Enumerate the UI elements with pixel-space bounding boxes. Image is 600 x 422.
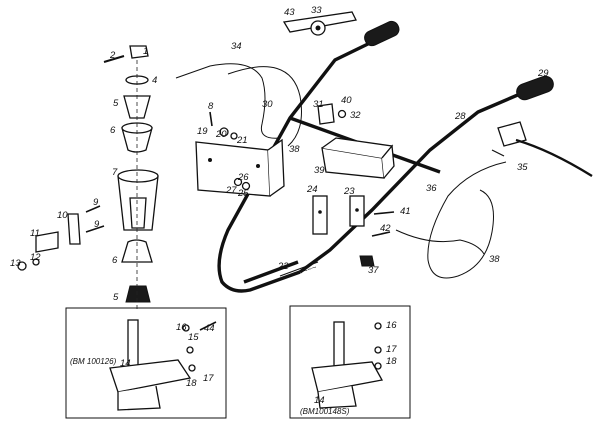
callout-25: 25 bbox=[237, 188, 249, 199]
callout-29: 29 bbox=[537, 68, 549, 79]
callout-23: 23 bbox=[343, 186, 355, 197]
callout-4: 4 bbox=[152, 75, 157, 86]
throttle-cable bbox=[175, 63, 302, 147]
callout-labels: 1 2 4 5 6 7 6 5 8 9 9 10 11 12 13 14 15 … bbox=[10, 5, 549, 416]
callout-12: 12 bbox=[30, 252, 41, 263]
callout-21: 21 bbox=[236, 135, 248, 146]
callout-10: 10 bbox=[57, 210, 68, 221]
callout-31: 31 bbox=[313, 99, 324, 110]
right-grip bbox=[516, 75, 554, 101]
callout-14-inset: 14 bbox=[314, 395, 325, 406]
callout-43: 43 bbox=[284, 7, 295, 18]
callout-26: 26 bbox=[237, 172, 249, 183]
inset-left-caption: (BM 100126) bbox=[70, 357, 117, 366]
callout-6-lower: 6 bbox=[112, 255, 118, 266]
callout-39: 39 bbox=[314, 165, 325, 176]
bracket-plates bbox=[312, 195, 365, 235]
left-grip bbox=[364, 20, 400, 47]
callout-18: 18 bbox=[186, 378, 197, 389]
callout-9-lower: 9 bbox=[94, 219, 100, 230]
inset-left bbox=[65, 307, 227, 419]
callout-1: 1 bbox=[143, 46, 148, 57]
callout-7: 7 bbox=[112, 167, 118, 178]
callout-28: 28 bbox=[454, 111, 466, 122]
callout-34: 34 bbox=[231, 41, 242, 52]
callout-36: 36 bbox=[426, 183, 437, 194]
callout-11: 11 bbox=[30, 228, 40, 239]
callout-33: 33 bbox=[311, 5, 322, 16]
callout-13: 13 bbox=[10, 258, 21, 269]
callout-6: 6 bbox=[110, 125, 116, 136]
callout-14: 14 bbox=[120, 358, 131, 369]
callout-17-inset: 17 bbox=[386, 344, 397, 355]
callout-30: 30 bbox=[262, 99, 273, 110]
callout-15: 15 bbox=[188, 332, 199, 343]
callout-27: 27 bbox=[225, 185, 237, 196]
callout-40: 40 bbox=[341, 95, 352, 106]
control-box bbox=[321, 137, 395, 179]
column-stack bbox=[103, 45, 159, 310]
callout-41: 41 bbox=[400, 206, 411, 217]
callout-5-lower: 5 bbox=[113, 292, 119, 303]
callout-22: 22 bbox=[277, 261, 289, 272]
callout-44: 44 bbox=[204, 323, 215, 334]
callout-16: 16 bbox=[176, 322, 187, 333]
fasteners bbox=[209, 103, 395, 267]
callout-19: 19 bbox=[197, 126, 208, 137]
callout-8: 8 bbox=[208, 101, 214, 112]
mounting-plate bbox=[195, 138, 285, 197]
callout-9: 9 bbox=[93, 197, 99, 208]
throttle-lever bbox=[282, 11, 357, 36]
callout-37: 37 bbox=[368, 265, 379, 276]
inset-right-caption: (BM100148S) bbox=[300, 407, 350, 416]
callout-24: 24 bbox=[306, 184, 318, 195]
callout-18-inset: 18 bbox=[386, 356, 397, 367]
callout-2: 2 bbox=[109, 50, 116, 61]
clutch-lever bbox=[491, 121, 593, 178]
callout-16-inset: 16 bbox=[386, 320, 397, 331]
clutch-cable bbox=[395, 161, 507, 279]
callout-20: 20 bbox=[215, 129, 227, 140]
callout-38: 38 bbox=[289, 144, 300, 155]
callout-17: 17 bbox=[203, 373, 214, 384]
left-clamp bbox=[17, 205, 105, 271]
callout-35: 35 bbox=[517, 162, 528, 173]
callout-42: 42 bbox=[380, 223, 391, 234]
callout-38-cable: 38 bbox=[489, 254, 500, 265]
callout-32: 32 bbox=[350, 110, 361, 121]
callout-5: 5 bbox=[113, 98, 119, 109]
inset-right bbox=[289, 305, 411, 419]
